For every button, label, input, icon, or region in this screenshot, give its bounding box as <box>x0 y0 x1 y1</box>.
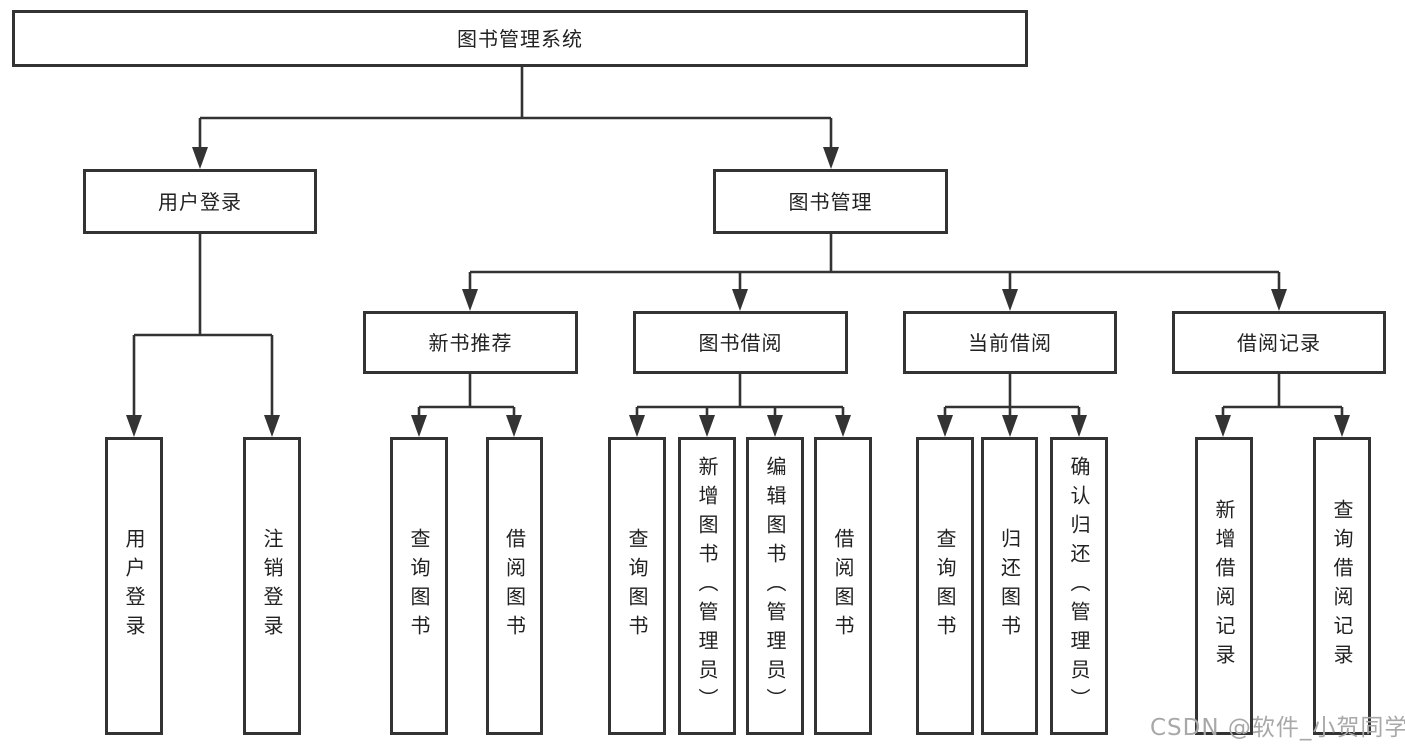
leaf-confirm-return-admin: 确认归还（管理员） <box>1050 437 1108 735</box>
leaf-query-books-recommend: 查询图书 <box>390 437 448 735</box>
leaf-add-books-admin: 新增图书（管理员） <box>678 437 736 735</box>
leaf-user-login: 用户登录 <box>105 437 163 735</box>
leaf-query-books-current: 查询图书 <box>916 437 974 735</box>
node-user-login: 用户登录 <box>83 169 317 234</box>
node-new-book-recommend: 新书推荐 <box>363 311 578 374</box>
leaf-add-borrow-record: 新增借阅记录 <box>1195 437 1253 735</box>
leaf-return-books: 归还图书 <box>981 437 1038 735</box>
leaf-query-books-borrow: 查询图书 <box>608 437 666 735</box>
arrowheads <box>126 147 1350 437</box>
node-borrow-records: 借阅记录 <box>1172 311 1386 374</box>
node-book-management: 图书管理 <box>713 169 948 234</box>
node-current-borrow: 当前借阅 <box>903 311 1117 374</box>
leaf-logout: 注销登录 <box>243 437 301 735</box>
leaf-edit-books-admin: 编辑图书（管理员） <box>746 437 804 735</box>
leaf-borrow-books-recommend: 借阅图书 <box>486 437 543 735</box>
leaf-borrow-books: 借阅图书 <box>814 437 872 735</box>
node-root-library-system: 图书管理系统 <box>12 10 1028 67</box>
leaf-query-borrow-record: 查询借阅记录 <box>1313 437 1371 735</box>
node-book-borrow: 图书借阅 <box>633 311 848 374</box>
csdn-watermark: CSDN @软件_小贺同学 <box>1150 715 1405 741</box>
